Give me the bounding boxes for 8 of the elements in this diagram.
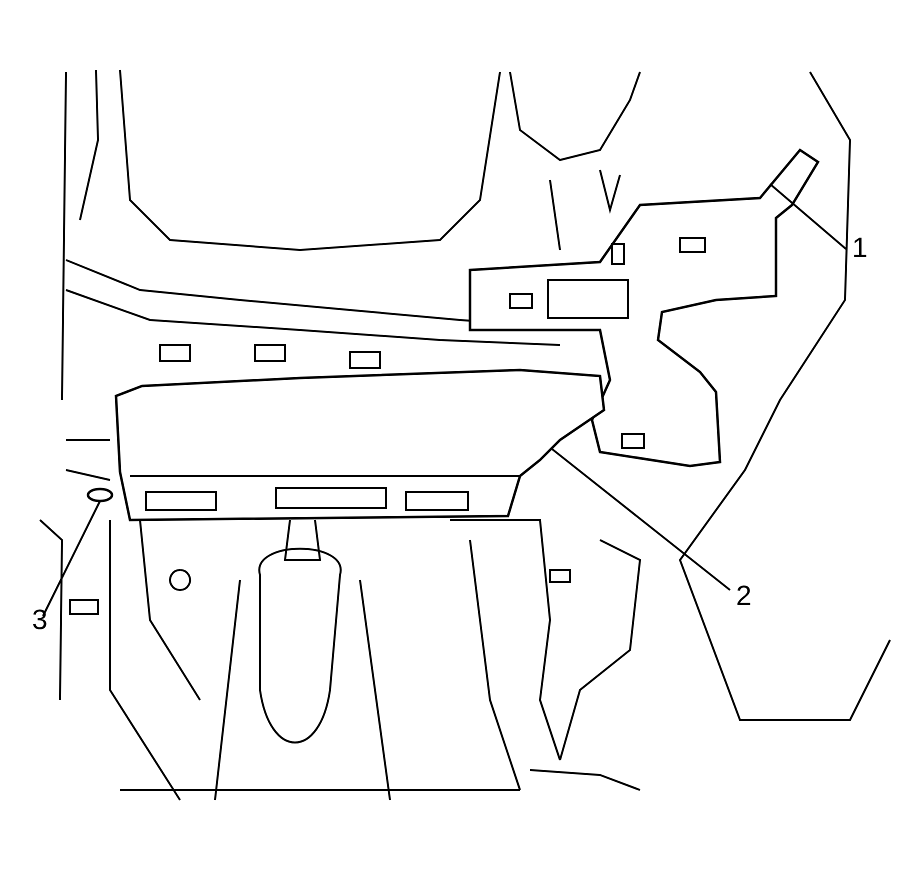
retaining-clip [86, 488, 114, 502]
air-duct [114, 368, 606, 522]
leader-line [769, 183, 847, 250]
mounting-bracket [468, 148, 820, 468]
leader-line [42, 500, 101, 616]
callout-number: 2 [734, 582, 754, 610]
callout-number: 1 [850, 234, 870, 262]
leader-line [551, 448, 731, 591]
